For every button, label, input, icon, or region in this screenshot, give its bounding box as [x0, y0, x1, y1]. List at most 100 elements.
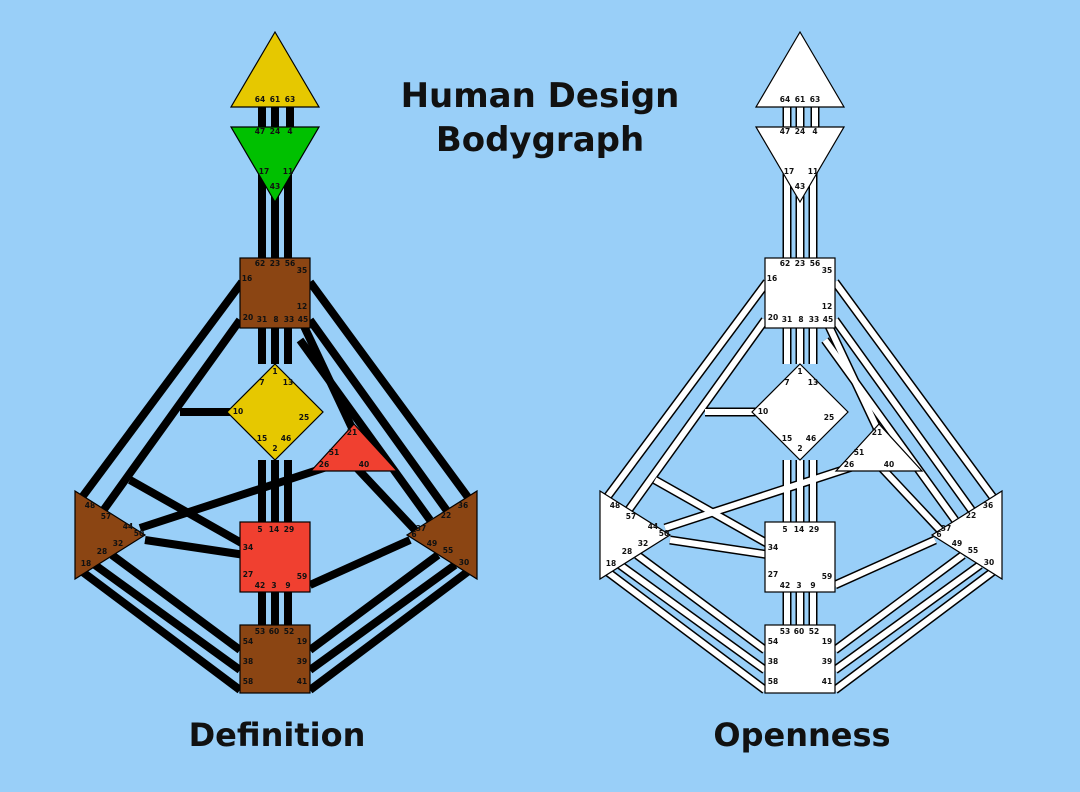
gate-34-label: 34: [243, 543, 253, 552]
gate-19-label: 19: [822, 637, 832, 646]
gate-21-label: 21: [347, 428, 357, 437]
channel-open: [832, 280, 998, 502]
gate-8-label: 8: [798, 315, 803, 324]
gate-2-label: 2: [272, 444, 277, 453]
gate-64-label: 64: [255, 95, 265, 104]
gate-47-label: 47: [780, 127, 790, 136]
gate-48-label: 48: [85, 501, 95, 510]
gate-14-label: 14: [269, 525, 279, 534]
gate-13-label: 13: [283, 378, 293, 387]
gate-7-label: 7: [259, 378, 264, 387]
gate-25-label: 25: [299, 413, 309, 422]
gate-6-label: 6: [411, 530, 416, 539]
title: Human Design Bodygraph: [380, 74, 700, 162]
gate-53-label: 53: [780, 627, 790, 636]
channel-line: [77, 566, 243, 694]
gate-25-label: 25: [824, 413, 834, 422]
gate-5-label: 5: [782, 525, 787, 534]
gate-49-label: 49: [952, 539, 962, 548]
root-center: [764, 624, 836, 694]
gate-29-label: 29: [284, 525, 294, 534]
gate-14-label: 14: [794, 525, 804, 534]
gate-55-label: 55: [443, 546, 453, 555]
heart-center: [309, 423, 399, 472]
head-center: [754, 30, 846, 108]
gate-23-label: 23: [795, 259, 805, 268]
gate-20-label: 20: [768, 313, 778, 322]
gate-51-label: 51: [329, 448, 339, 457]
gate-38-label: 38: [243, 657, 253, 666]
channel-line: [144, 536, 246, 559]
gate-34-label: 34: [768, 543, 778, 552]
openness-caption: Openness: [713, 716, 891, 754]
ajna-center: [229, 126, 321, 204]
gate-56-label: 56: [810, 259, 820, 268]
gate-49-label: 49: [427, 539, 437, 548]
channel-open: [618, 562, 767, 673]
gate-61-label: 61: [795, 95, 805, 104]
gate-41-label: 41: [822, 677, 832, 686]
gate-58-label: 58: [768, 677, 778, 686]
gate-46-label: 46: [806, 434, 816, 443]
sacral-center: [239, 521, 311, 593]
channel-open: [833, 552, 965, 653]
gate-2-label: 2: [797, 444, 802, 453]
channel-line: [306, 317, 454, 518]
gate-61-label: 61: [270, 95, 280, 104]
gate-47-label: 47: [255, 127, 265, 136]
gate-10-label: 10: [233, 407, 243, 416]
gate-52-label: 52: [809, 627, 819, 636]
channel-line: [296, 337, 434, 523]
gate-43-label: 43: [795, 182, 805, 191]
gate-31-label: 31: [782, 315, 792, 324]
channel-open: [833, 562, 982, 673]
channel-line: [351, 462, 418, 533]
channel-open: [664, 462, 859, 531]
channel-line: [138, 461, 335, 532]
gate-60-label: 60: [794, 627, 804, 636]
gate-9-label: 9: [810, 581, 815, 590]
gate-20-label: 20: [243, 313, 253, 322]
gate-16-label: 16: [242, 274, 252, 283]
channel-open: [635, 552, 767, 653]
channel-line: [92, 561, 243, 674]
gate-56-label: 56: [285, 259, 295, 268]
spleen-center: [74, 489, 147, 581]
gate-6-label: 6: [936, 530, 941, 539]
gate-46-label: 46: [281, 434, 291, 443]
channel-line: [96, 317, 244, 518]
gate-26-label: 26: [319, 460, 329, 469]
gate-17-label: 17: [259, 167, 269, 176]
gate-57-label: 57: [101, 512, 111, 521]
gate-22-label: 22: [966, 511, 976, 520]
channel-line: [307, 561, 458, 674]
gate-41-label: 41: [297, 677, 307, 686]
gate-43-label: 43: [270, 182, 280, 191]
gate-12-label: 12: [297, 302, 307, 311]
gate-40-label: 40: [359, 460, 369, 469]
gate-27-label: 27: [243, 570, 253, 579]
gate-1-label: 1: [797, 367, 802, 376]
channel-open: [602, 280, 770, 502]
gate-57-label: 57: [626, 512, 636, 521]
gate-45-label: 45: [823, 315, 833, 324]
gate-21-label: 21: [872, 428, 882, 437]
g-center-center: [751, 363, 849, 461]
channel-open: [603, 567, 767, 693]
gate-23-label: 23: [270, 259, 280, 268]
gate-16-label: 16: [767, 274, 777, 283]
gate-63-label: 63: [285, 95, 295, 104]
gate-51-label: 51: [854, 448, 864, 457]
gate-35-label: 35: [297, 266, 307, 275]
channel-open: [653, 477, 772, 548]
gate-53-label: 53: [255, 627, 265, 636]
gate-52-label: 52: [284, 627, 294, 636]
gate-63-label: 63: [810, 95, 820, 104]
gate-11-label: 11: [808, 167, 818, 176]
channel-line: [109, 551, 243, 654]
gate-54-label: 54: [768, 637, 778, 646]
channel-line: [128, 476, 247, 549]
channel-open: [822, 338, 958, 522]
